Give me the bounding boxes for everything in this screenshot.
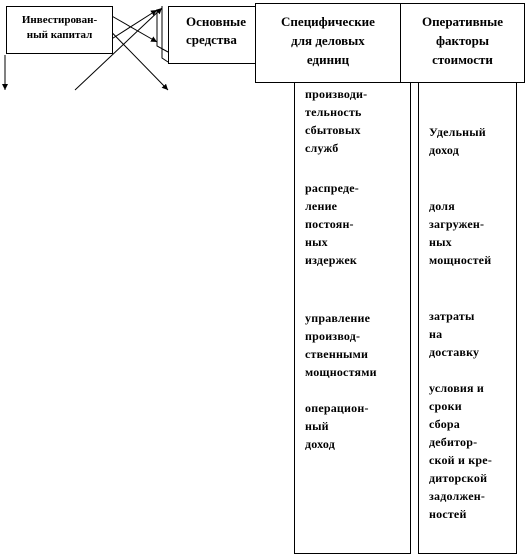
business-units-header: Специфические для деловых единиц — [255, 3, 401, 83]
operational-value-factor: затраты на доставку — [429, 309, 480, 359]
invested-capital-label: Инвестирован- ный капитал — [21, 14, 98, 41]
business-units-column: производи- тельность сбытовых служб расп… — [294, 82, 411, 554]
operational-factors-header: Оперативные факторы стоимости — [400, 3, 525, 83]
business-unit-factor: операцион- ный доход — [305, 401, 369, 451]
operational-value-factor: Удельный доход — [429, 125, 486, 157]
operational-value-factor: условия и сроки сбора дебитор- ской и кр… — [429, 381, 493, 521]
business-unit-factor: управление производ- ственными мощностям… — [305, 311, 377, 379]
cross-line-d — [109, 9, 158, 41]
stack-edge-lines — [156, 6, 169, 63]
business-unit-factor: производи- тельность сбытовых служб — [305, 87, 368, 155]
fixed-assets-label: Основные средства — [186, 14, 246, 47]
fixed-assets-box: Основные средства — [168, 6, 258, 64]
business-units-label: Специфические для деловых единиц — [281, 14, 375, 67]
cross-line-c — [109, 14, 158, 43]
invested-capital-box: Инвестирован- ный капитал — [6, 6, 113, 54]
operational-factors-column: Удельный доход доля загружен- ных мощнос… — [418, 82, 517, 554]
operational-value-factor: доля загружен- ных мощностей — [429, 199, 492, 267]
operational-factors-label: Оперативные факторы стоимости — [421, 14, 504, 67]
business-unit-factor: распреде- ление постоян- ных издержек — [305, 181, 359, 267]
